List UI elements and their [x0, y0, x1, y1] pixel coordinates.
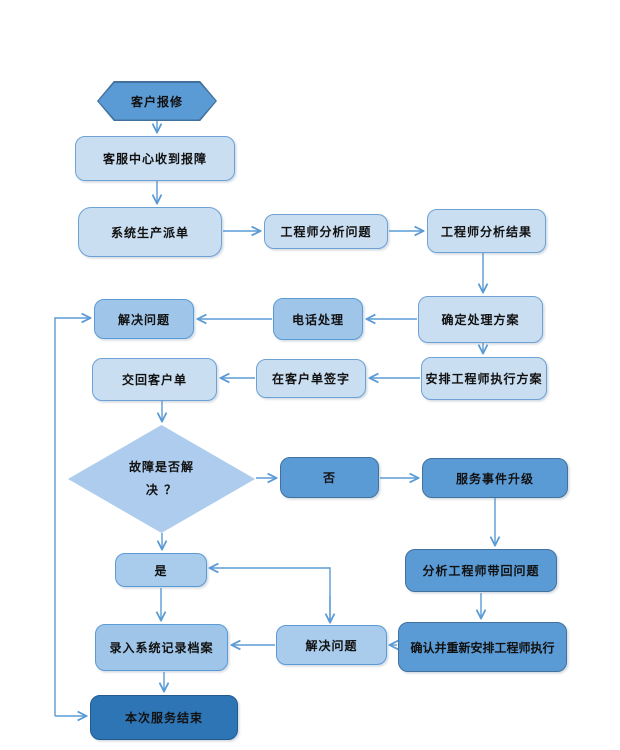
node-fault-check-line2: 决 ？ — [145, 483, 178, 497]
node-bring-back: 分析工程师带回问题 — [405, 549, 557, 592]
node-escalate: 服务事件升级 — [422, 458, 568, 498]
node-decide-plan: 确定处理方案 — [418, 296, 543, 343]
node-branch-yes: 是 — [115, 553, 207, 587]
node-resolve-issue-2: 解决问题 — [276, 625, 387, 665]
node-fault-check-line1: 故障是否解 — [128, 460, 194, 475]
node-resolve-issue: 解决问题 — [94, 299, 194, 339]
node-return-order: 交回客户单 — [92, 358, 217, 401]
node-sign-order: 在客户单签字 — [256, 359, 366, 398]
node-service-end: 本次服务结束 — [90, 695, 238, 740]
node-analyze-result: 工程师分析结果 — [427, 209, 546, 253]
node-rearrange: 确认并重新安排工程师执行 — [398, 622, 567, 672]
node-fault-check: 故障是否解 决 ？ — [68, 425, 255, 533]
node-phone-handle: 电话处理 — [273, 298, 363, 340]
node-record-archive: 录入系统记录档案 — [95, 624, 228, 671]
node-branch-no: 否 — [280, 457, 379, 498]
node-analyze-problem: 工程师分析问题 — [264, 214, 388, 249]
node-customer-report: 客户报修 — [97, 81, 217, 121]
node-service-center: 客服中心收到报障 — [75, 136, 235, 181]
node-dispatch-order: 系统生产派单 — [78, 207, 222, 257]
node-customer-report-label: 客户报修 — [98, 82, 216, 120]
arrow-rail-to-resolve — [54, 318, 90, 716]
arrow-resolve2-to-yes — [210, 568, 331, 623]
node-arrange-engineer: 安排工程师执行方案 — [421, 357, 547, 400]
